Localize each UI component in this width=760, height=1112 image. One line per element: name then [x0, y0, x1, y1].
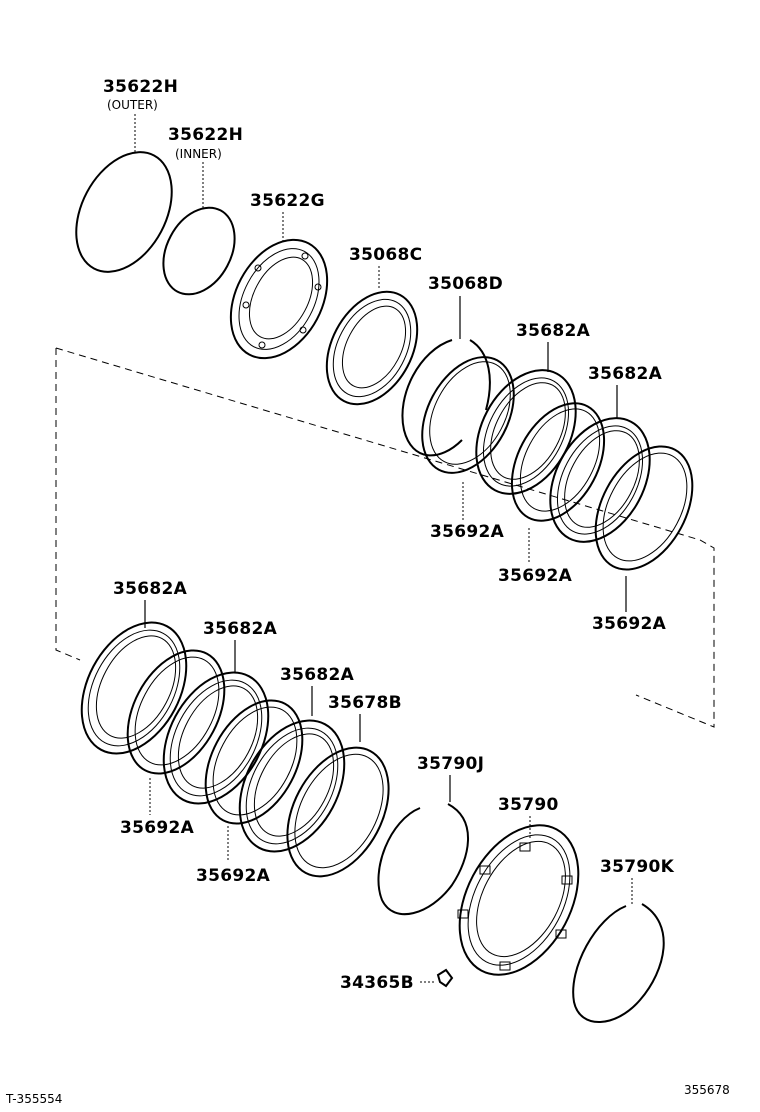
- label-35068d[interactable]: 35068D: [428, 274, 503, 294]
- clutch-pack-bottom: [80, 621, 390, 878]
- label-35692a-3[interactable]: 35692A: [592, 614, 667, 634]
- label-35790[interactable]: 35790: [498, 795, 559, 815]
- label-35682a-2[interactable]: 35682A: [588, 364, 663, 384]
- spring-35068c: [325, 290, 419, 406]
- label-35682a-3[interactable]: 35682A: [113, 579, 188, 599]
- snap-ring-35790k: [572, 903, 665, 1023]
- label-35622h-outer-note: (OUTER): [107, 98, 158, 112]
- flange-35790: [457, 824, 580, 976]
- label-35790k[interactable]: 35790K: [600, 857, 675, 877]
- group-bracket: [55, 347, 715, 728]
- o-ring-outer: [75, 151, 173, 273]
- label-35678b[interactable]: 35678B: [328, 693, 402, 713]
- clutch-pack-top: [421, 356, 694, 571]
- label-35692a-5[interactable]: 35692A: [196, 866, 271, 886]
- pin-34365b: [436, 968, 454, 988]
- o-ring-inner: [162, 206, 236, 296]
- label-34365b[interactable]: 34365B: [340, 973, 414, 993]
- label-35622h-outer[interactable]: 35622H: [103, 77, 178, 97]
- label-35692a-4[interactable]: 35692A: [120, 818, 195, 838]
- label-35622h-inner[interactable]: 35622H: [168, 125, 243, 145]
- snap-ring-35790j: [377, 803, 469, 916]
- label-35622g[interactable]: 35622G: [250, 191, 325, 211]
- label-35068c[interactable]: 35068C: [349, 245, 422, 265]
- label-35692a-1[interactable]: 35692A: [430, 522, 505, 542]
- label-35682a-1[interactable]: 35682A: [516, 321, 591, 341]
- snap-ring-35068d: [401, 339, 491, 457]
- label-35622h-inner-note: (INNER): [175, 147, 222, 161]
- piston-35622g: [229, 238, 329, 360]
- label-35682a-5[interactable]: 35682A: [280, 665, 355, 685]
- label-35692a-2[interactable]: 35692A: [498, 566, 573, 586]
- footer-left-code: T-355554: [5, 1092, 62, 1106]
- label-35790j[interactable]: 35790J: [417, 754, 484, 774]
- label-35682a-4[interactable]: 35682A: [203, 619, 278, 639]
- footer-right-code: 355678: [684, 1083, 730, 1097]
